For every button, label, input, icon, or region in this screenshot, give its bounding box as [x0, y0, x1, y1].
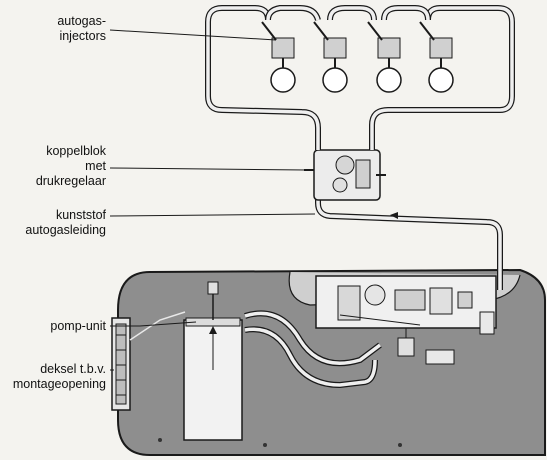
pump-unit	[183, 281, 243, 441]
label-injectors-line-2: injectors	[59, 29, 106, 43]
label-coupling-block-line-3: drukregelaar	[35, 174, 106, 188]
pump-lines	[129, 310, 382, 389]
leader-line-fuel-line	[109, 213, 316, 217]
rivet-dot	[263, 443, 267, 447]
injector	[261, 21, 296, 93]
fuel-line	[315, 190, 503, 290]
coupling-block	[304, 149, 386, 201]
label-pump-unit: pomp-unit	[50, 319, 106, 334]
injector	[313, 21, 348, 93]
label-injectors: autogas- injectors	[57, 14, 106, 44]
label-access-cover: deksel t.b.v. montageopening	[13, 362, 106, 392]
rivet-dot	[398, 443, 402, 447]
rail-lines	[205, 5, 515, 150]
leader-lines	[109, 29, 316, 371]
label-pump-unit-line-1: pomp-unit	[50, 319, 106, 333]
rivet-dot	[158, 438, 162, 442]
label-fuel-line-line-1: kunststof	[55, 208, 106, 222]
label-coupling-block-line-2: met	[85, 159, 106, 173]
label-coupling-block-line-1: koppelblok	[46, 144, 106, 158]
label-access-cover-line-1: deksel t.b.v.	[40, 362, 106, 376]
valve-assembly	[315, 275, 497, 365]
label-fuel-line: kunststof autogasleiding	[25, 208, 106, 238]
label-coupling-block: koppelblok met drukregelaar	[36, 144, 106, 189]
injector	[419, 21, 454, 93]
label-injectors-line-1: autogas-	[57, 14, 106, 28]
leader-line-injectors	[109, 29, 277, 41]
leader-line-coupling-block	[109, 167, 307, 171]
leader-line-pump-unit	[110, 321, 197, 327]
injector	[367, 21, 402, 93]
label-access-cover-line-2: montageopening	[12, 377, 106, 391]
access-cover	[111, 317, 131, 411]
label-fuel-line-line-2: autogasleiding	[25, 223, 106, 237]
